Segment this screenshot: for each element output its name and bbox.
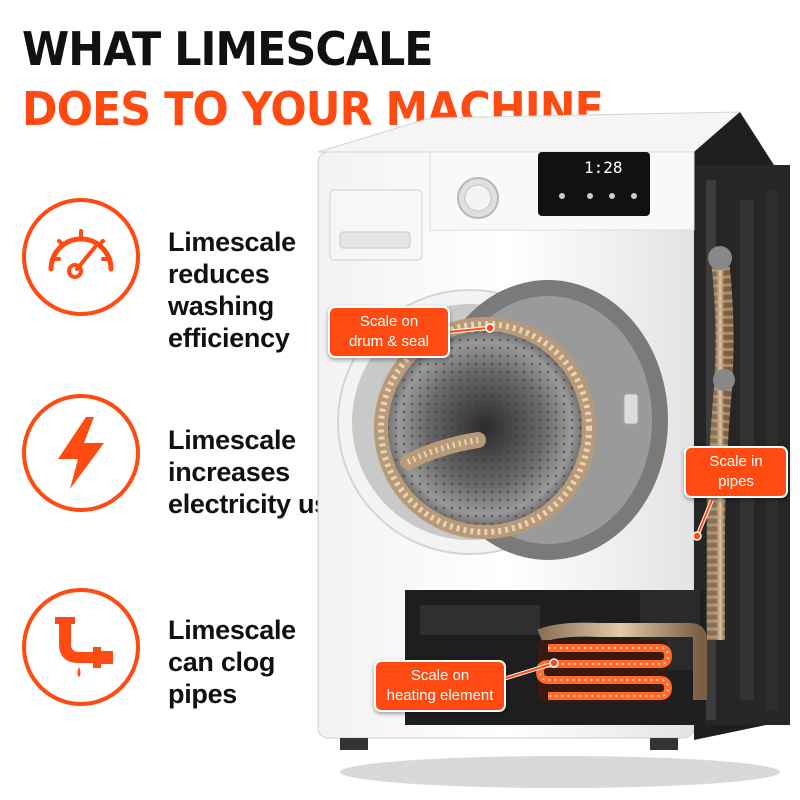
lightning-bolt-icon: [22, 394, 140, 512]
callout-heating-element: Scale on heating element: [374, 660, 506, 712]
feature-efficiency-text: Limescale reduces washing efficiency: [168, 227, 296, 353]
feature-pipes-text: Limescale can clog pipes: [168, 615, 296, 709]
clogged-pipe-icon: [22, 588, 140, 706]
speedometer-icon: [22, 198, 140, 316]
title-line-1: WHAT LIMESCALE: [22, 22, 434, 76]
machine-display-time: 1:28: [584, 158, 623, 177]
callout-drum-seal: Scale on drum & seal: [328, 306, 450, 358]
callout-pipes: Scale in pipes: [684, 446, 788, 498]
